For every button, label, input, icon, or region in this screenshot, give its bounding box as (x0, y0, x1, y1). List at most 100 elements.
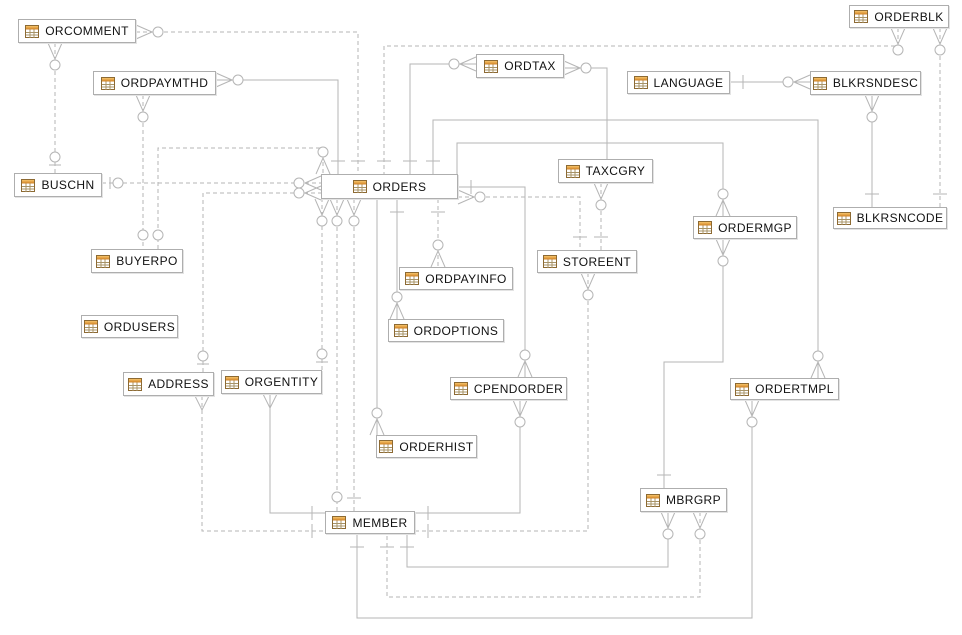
relationship-storeent-member[interactable] (415, 273, 589, 532)
table-name-label: LANGUAGE (653, 75, 724, 90)
table-name-label: TAXCGRY (585, 164, 646, 178)
relationship-address-member[interactable] (201, 396, 325, 532)
marker-crow_circle-orders (293, 175, 322, 191)
table-icon (812, 76, 827, 90)
table-icon (405, 272, 420, 285)
marker-crow_circle-ordertmpl (744, 399, 760, 428)
table-node-blkrsndesc[interactable]: BLKRSNDESC (810, 71, 921, 95)
relationship-address-orders[interactable] (202, 192, 321, 372)
table-icon (633, 76, 648, 89)
table-name-label: ORDERTMPL (755, 382, 834, 396)
table-name-label: ORDERMGP (718, 220, 792, 235)
relationship-ordpaymthd-orders[interactable] (216, 79, 339, 174)
table-node-orgentity[interactable]: ORGENTITY (221, 370, 322, 394)
table-node-language[interactable]: LANGUAGE (627, 71, 730, 94)
marker-crow_circle-cpendorder (517, 349, 533, 378)
table-node-ordpayinfo[interactable]: ORDPAYINFO (399, 267, 513, 290)
table-name-label: BUYERPO (116, 254, 178, 268)
relationship-orderblk-orders[interactable] (383, 28, 899, 174)
marker-circle-buyerpo (152, 229, 164, 241)
table-icon (453, 382, 468, 395)
relationship-cpendorder-member[interactable] (415, 400, 521, 514)
marker-crow_circle-blkrsndesc (864, 94, 880, 123)
table-node-ordoptions[interactable]: ORDOPTIONS (388, 319, 504, 342)
marker-crow_circle-ordtax (563, 60, 592, 76)
table-node-buyerpo[interactable]: BUYERPO (91, 249, 183, 273)
table-node-member[interactable]: MEMBER (325, 511, 415, 534)
table-node-blkrsncode[interactable]: BLKRSNCODE (833, 207, 947, 229)
marker-crow_circle-ordtax (448, 56, 477, 72)
marker-crow_circle-orders (457, 189, 486, 205)
table-name-label: ORCOMMENT (45, 24, 129, 38)
table-name-label: ORGENTITY (244, 375, 319, 389)
table-node-ordertmpl[interactable]: ORDERTMPL (730, 378, 839, 400)
marker-crow_circle-orders (314, 198, 330, 227)
table-name-label: ORDPAYINFO (425, 271, 507, 286)
relationship-ordtax-taxcgry[interactable] (564, 67, 608, 159)
marker-crow_circle-orders (315, 146, 331, 175)
table-name-label: ORDOPTIONS (413, 323, 499, 338)
relationship-orders-ordermgp[interactable] (456, 142, 724, 216)
relationship-mbrgrp-member[interactable] (406, 512, 669, 568)
table-node-orderhist[interactable]: ORDERHIST (376, 435, 477, 458)
relationship-ordermgp-mbrgrp[interactable] (663, 239, 724, 488)
table-node-cpendorder[interactable]: CPENDORDER (450, 377, 567, 400)
table-node-taxcgry[interactable]: TAXCGRY (558, 159, 653, 183)
marker-crow_circle-orcomment (47, 42, 63, 71)
table-icon (83, 320, 98, 333)
marker-crow_circle-mbrgrp (660, 511, 676, 540)
table-icon (698, 221, 713, 234)
table-icon (645, 493, 660, 507)
table-icon (352, 180, 367, 193)
table-node-mbrgrp[interactable]: MBRGRP (640, 488, 727, 512)
table-node-ordusers[interactable]: ORDUSERS (81, 315, 178, 338)
marker-crow_circle-orderblk (932, 27, 948, 56)
table-name-label: ORDPAYMTHD (120, 76, 209, 90)
marker-crow_circle-blkrsndesc (782, 74, 811, 90)
relationship-orders-ordtax[interactable] (409, 63, 476, 174)
marker-crow_circle-ordermgp (715, 188, 731, 217)
table-name-label: BLKRSNDESC (832, 76, 919, 90)
relationship-mbrgrp-member[interactable] (386, 512, 701, 598)
marker-circle_tick-buschn (109, 177, 124, 189)
table-node-ordpaymthd[interactable]: ORDPAYMTHD (93, 71, 216, 95)
marker-crow_circle-orderhist (369, 407, 385, 436)
relationship-buyerpo-orders[interactable] (157, 147, 324, 249)
relationship-ordertmpl-member[interactable] (356, 400, 753, 619)
marker-crow_circle-ordpaymthd (215, 72, 244, 88)
table-node-address[interactable]: ADDRESS (123, 372, 214, 396)
table-icon (484, 59, 499, 73)
relationship-orders-storeent[interactable] (458, 196, 581, 250)
marker-crow_circle-ordpayinfo (430, 239, 446, 268)
relationship-orders-ordertmpl[interactable] (432, 119, 819, 378)
table-node-storeent[interactable]: STOREENT (537, 250, 637, 273)
table-icon (224, 375, 239, 389)
table-node-orcomment[interactable]: ORCOMMENT (18, 19, 136, 43)
marker-crow_circle-ordpaymthd (135, 94, 151, 123)
table-name-label: BUSCHN (41, 178, 95, 192)
relationship-orders-cpendorder[interactable] (458, 186, 526, 377)
table-icon (854, 10, 869, 23)
marker-crow_circle-ordermgp (715, 238, 731, 267)
table-icon (96, 254, 111, 268)
table-icon (542, 255, 557, 268)
table-node-buschn[interactable]: BUSCHN (14, 173, 102, 197)
table-name-label: ORDTAX (504, 59, 556, 73)
table-name-label: MEMBER (352, 515, 408, 530)
table-node-ordermgp[interactable]: ORDERMGP (693, 216, 797, 239)
marker-crow_circle-taxcgry (593, 182, 609, 211)
relationship-orcomment-orders[interactable] (136, 31, 359, 174)
table-node-orderblk[interactable]: ORDERBLK (849, 5, 949, 28)
table-icon (128, 377, 143, 391)
marker-crow-orgentity (262, 393, 278, 409)
table-name-label: ORDERHIST (399, 439, 474, 454)
marker-crow_circle-cpendorder (512, 399, 528, 428)
table-node-orders[interactable]: ORDERS (321, 174, 458, 199)
marker-crow_circle-ordoptions (389, 291, 405, 320)
table-name-label: BLKRSNCODE (856, 211, 944, 225)
relationship-orgentity-member[interactable] (269, 394, 325, 514)
table-node-ordtax[interactable]: ORDTAX (476, 54, 564, 78)
marker-circle_tick-buschn (49, 151, 61, 166)
